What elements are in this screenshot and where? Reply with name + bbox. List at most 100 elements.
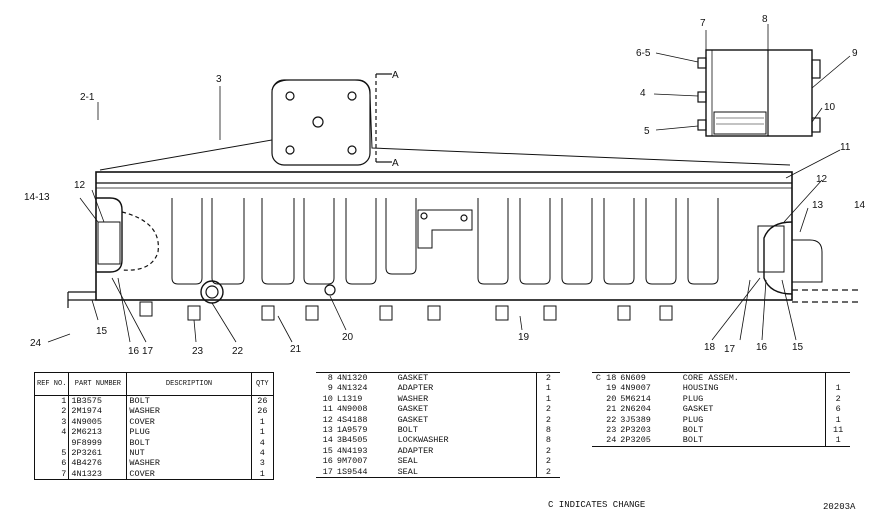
cell-desc: PLUG: [126, 427, 252, 438]
cell-desc: CORE ASSEM.: [682, 373, 739, 383]
cell-desc: GASKET: [397, 414, 429, 425]
cell-qty: 4: [250, 437, 275, 449]
cell-desc: SEAL: [397, 466, 418, 477]
callout-label: 15: [792, 342, 804, 353]
cell-pn: 2P3203: [620, 425, 651, 436]
cell-qty: 4: [250, 448, 275, 459]
cell-pn: 3B4505: [336, 435, 368, 446]
callout-label: 10: [824, 102, 836, 113]
cell-desc: GASKET: [397, 404, 429, 415]
callout-label: 18: [704, 342, 716, 353]
callout-label: 17: [724, 344, 736, 355]
callout-label: 13: [812, 200, 824, 211]
cell-qty: 1: [825, 414, 850, 426]
cell-ref: 10: [322, 393, 333, 404]
cell-qty: 2: [535, 456, 560, 467]
right-end-adapter: [763, 221, 793, 295]
cell-desc: ADAPTER: [397, 383, 434, 394]
callout-label: 16: [128, 346, 140, 357]
col-part-number: PART NUMBER: [68, 372, 128, 396]
cell-desc: PLUG: [682, 414, 704, 425]
cell-qty: 26: [250, 395, 275, 407]
col-ref-no: REF NO.: [33, 372, 70, 396]
callout-label: A: [392, 70, 399, 81]
figure-number: 20203A: [823, 502, 856, 512]
callout-label: 16: [756, 342, 768, 353]
cell-qty: 8: [535, 425, 560, 436]
col-qty: QTY: [250, 372, 275, 396]
callout-label: 2-1: [80, 92, 95, 103]
cell-pn: 4N9008: [336, 404, 368, 415]
cell-pn: 2N6204: [620, 404, 651, 415]
cell-ref: 20: [606, 393, 617, 404]
cell-pn: 9M7007: [336, 456, 368, 467]
cell-ref: 7: [33, 468, 70, 480]
cell-qty: 2: [535, 372, 560, 384]
cell-desc: COVER: [126, 416, 252, 428]
cell-pn: 4S4188: [336, 414, 368, 425]
callout-labels: 2-1 3 A A 6-5 7 8 9 4 10 5 11 12 13 14 1…: [24, 14, 866, 357]
cell-pn: 1S9544: [336, 466, 368, 477]
callout-label: 24: [30, 338, 42, 349]
top-cover-plate: [271, 79, 371, 166]
cell-qty: 1: [250, 427, 275, 438]
cell-ref: 23: [606, 425, 617, 436]
cell-ref: 1: [33, 395, 70, 407]
cell-qty: 1: [250, 468, 275, 480]
housing-openings: [171, 198, 719, 285]
cell-qty: 2: [535, 445, 560, 457]
cell-ref: 19: [606, 383, 617, 394]
housing-body: [95, 171, 793, 301]
cell-desc: HOUSING: [682, 383, 719, 394]
cell-ref: 4: [33, 427, 70, 438]
cell-qty: 1: [825, 383, 850, 394]
cell-ref: 6: [33, 458, 70, 469]
cell-qty: 1: [825, 435, 850, 447]
cell-ref: 2: [33, 406, 70, 417]
cell-pn: 1A9579: [336, 425, 368, 436]
cell-qty: 2: [535, 414, 560, 426]
cell-desc: BOLT: [126, 437, 252, 449]
cell-desc: SEAL: [397, 456, 418, 467]
cell-desc: COVER: [126, 468, 252, 480]
cover-outline: [99, 79, 791, 171]
cell-desc: WASHER: [397, 393, 429, 404]
cell-desc: BOLT: [397, 425, 418, 436]
cell-ref: 24: [606, 435, 617, 446]
cell-pn: 4N1323: [68, 468, 128, 480]
callout-label: 23: [192, 346, 204, 357]
cell-pn: 4N1324: [336, 383, 368, 394]
cell-ref: 13: [322, 425, 333, 436]
cell-desc: GASKET: [682, 404, 714, 415]
cell-pn: 4B4276: [68, 458, 128, 469]
cell-pn: 2M1974: [68, 406, 128, 417]
callout-label: 21: [290, 344, 302, 355]
cell-ref: 12: [322, 414, 333, 425]
callout-label: 11: [840, 142, 851, 153]
core-assembly: [705, 49, 813, 137]
cell-ref: 17: [322, 466, 333, 477]
callout-label: 19: [518, 332, 530, 343]
col-description: DESCRIPTION: [126, 372, 252, 396]
callout-label: 15: [96, 326, 108, 337]
cell-pn: 2P3205: [620, 435, 651, 446]
